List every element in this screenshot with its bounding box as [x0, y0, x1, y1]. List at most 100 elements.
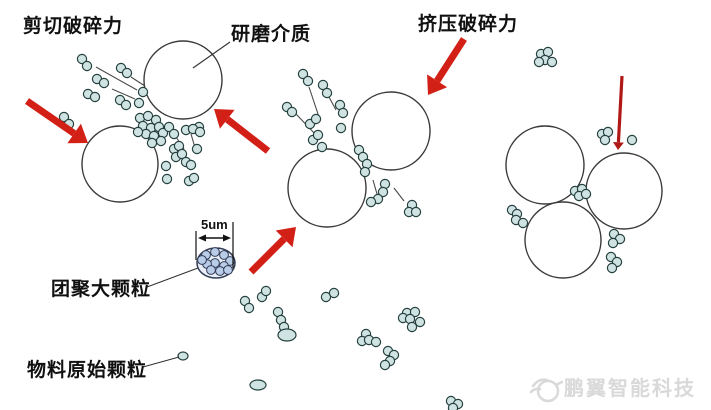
particle — [310, 113, 322, 125]
particle — [546, 56, 558, 68]
brand-bird-icon — [536, 379, 560, 403]
force-arrow-head — [427, 74, 448, 95]
motion-streak-line — [111, 88, 136, 100]
particle — [414, 316, 426, 328]
motion-streak-line — [328, 96, 337, 111]
particle — [377, 186, 389, 198]
particle — [365, 196, 377, 208]
grinding-media-circle — [81, 125, 159, 203]
agglomerate-inner-particle — [210, 247, 220, 257]
force-arrow-head — [612, 142, 624, 150]
particle — [89, 91, 101, 103]
force-arrow-shaft — [434, 37, 467, 83]
particle — [160, 160, 172, 172]
particle — [176, 148, 188, 160]
particle — [185, 159, 197, 171]
particle — [98, 77, 110, 89]
force-arrow-head — [275, 227, 296, 248]
particle — [447, 402, 459, 410]
particle — [626, 134, 638, 146]
particle — [317, 79, 329, 91]
particle — [297, 68, 309, 80]
particle — [81, 60, 93, 72]
agglomerate-label: 团聚大颗粒 — [51, 279, 152, 300]
agglomerate-inner-particle — [197, 255, 207, 265]
particle — [409, 306, 421, 318]
scalebar-arrowhead-right — [223, 234, 231, 242]
grinding-media-circle — [505, 125, 585, 205]
particle — [132, 126, 144, 138]
scalebar-arrowhead-left — [198, 234, 206, 242]
particle — [606, 262, 618, 274]
particle — [302, 75, 314, 87]
particle — [142, 110, 154, 122]
grinding-media-circle — [143, 40, 223, 120]
motion-streak-line — [393, 187, 405, 202]
particle — [168, 128, 180, 140]
particle — [194, 126, 206, 138]
force-arrow-shaft — [25, 98, 77, 137]
grinding-media-circle — [287, 148, 367, 228]
particle — [320, 291, 332, 303]
force-arrow-shaft — [248, 236, 287, 275]
particle — [312, 129, 324, 141]
particle — [188, 172, 200, 184]
particle — [370, 336, 382, 348]
particle — [406, 321, 418, 333]
grinding-media-circle — [351, 91, 431, 171]
particle — [316, 141, 328, 153]
particle — [359, 166, 371, 178]
particle — [599, 134, 611, 146]
motion-streak-line — [95, 66, 138, 91]
particle-oval — [177, 351, 189, 361]
particle — [243, 302, 255, 314]
particle — [410, 206, 422, 218]
brand-bird-beak-icon — [554, 380, 564, 387]
squeeze-force-label: 挤压破碎力 — [418, 14, 519, 35]
agglomerate-inner-particle — [206, 265, 216, 275]
particle — [161, 173, 173, 185]
agglomerate-inner-particle — [223, 265, 233, 275]
label-leader-line — [146, 267, 199, 288]
particle — [146, 137, 158, 149]
particle — [337, 107, 349, 119]
particle-oval — [277, 328, 297, 342]
particle — [76, 53, 88, 65]
force-arrow-shaft — [616, 75, 624, 143]
force-arrow-head — [214, 109, 235, 129]
shear-force-label: 剪切破碎力 — [23, 16, 124, 37]
label-leader-line — [192, 41, 231, 69]
particle — [580, 188, 592, 200]
particle — [133, 97, 145, 109]
particle — [379, 359, 391, 371]
force-arrow-shaft — [225, 116, 271, 154]
particle — [286, 106, 298, 118]
motion-streak-line — [372, 179, 378, 195]
watermark-text: 鹏翼智能科技 — [564, 378, 696, 400]
particle — [533, 56, 545, 68]
particle — [335, 122, 347, 134]
particle — [163, 121, 175, 133]
agglomerate-inner-particle — [215, 266, 225, 276]
scale-label: 5um — [201, 217, 228, 232]
particle — [328, 287, 340, 299]
particle — [191, 143, 203, 155]
particle — [137, 86, 149, 98]
label-leader-line — [142, 356, 180, 368]
force-arrow-head — [67, 123, 88, 144]
grinding-media-circle — [524, 201, 602, 279]
particle — [607, 237, 619, 249]
particle — [120, 99, 132, 111]
particle — [260, 285, 272, 297]
particle — [321, 87, 333, 99]
grinding-media-label: 研磨介质 — [231, 24, 312, 45]
particle-oval — [249, 379, 267, 391]
raw-particle-label: 物料原始颗粒 — [27, 360, 148, 381]
particle — [121, 67, 133, 79]
agglomerate-inner-particle — [219, 250, 229, 260]
particle — [517, 217, 529, 229]
particle — [58, 111, 70, 123]
